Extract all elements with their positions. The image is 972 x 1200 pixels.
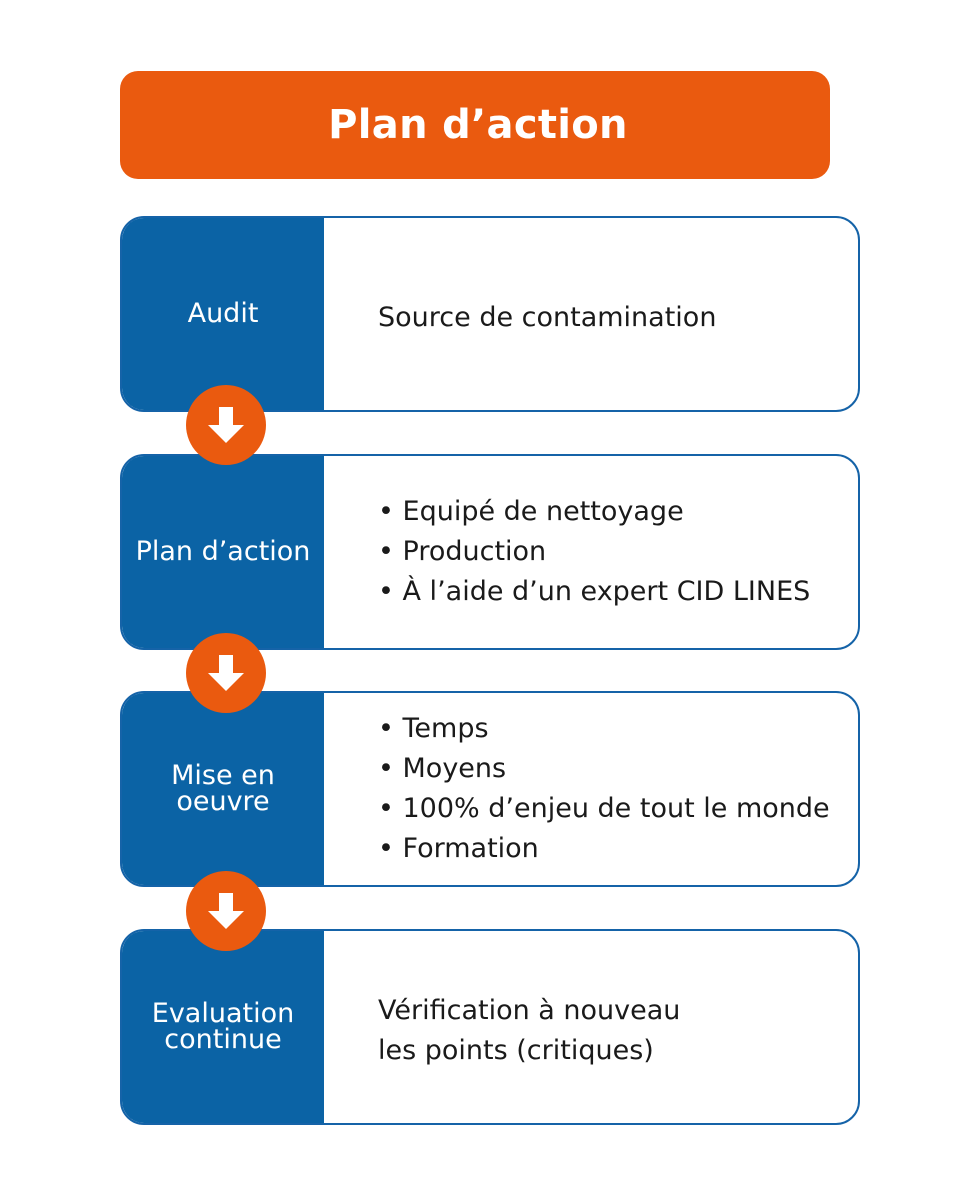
step-content-line: • Equipé de nettoyage bbox=[378, 496, 684, 527]
step-content: Vérification à nouveau les points (criti… bbox=[378, 931, 838, 1123]
step-evaluation-continue: Evaluation continue Vérification à nouve… bbox=[120, 929, 860, 1125]
step-content: • Temps • Moyens • 100% d’enjeu de tout … bbox=[378, 693, 838, 885]
step-content-line: • À l’aide d’un expert CID LINES bbox=[378, 576, 811, 607]
step-label-line: Mise en bbox=[171, 760, 275, 791]
step-label: Evaluation continue bbox=[122, 931, 324, 1123]
step-label-line: oeuvre bbox=[176, 786, 270, 817]
step-content-line: les points (critiques) bbox=[378, 1035, 654, 1066]
step-audit: Audit Source de contamination bbox=[120, 216, 860, 412]
step-content: Source de contamination bbox=[378, 218, 838, 410]
step-label: Mise en oeuvre bbox=[122, 693, 324, 885]
down-arrow-icon bbox=[186, 871, 266, 951]
down-arrow-icon bbox=[186, 385, 266, 465]
down-arrow-icon bbox=[186, 633, 266, 713]
step-label-line: Audit bbox=[187, 298, 259, 329]
step-content-line: • Formation bbox=[378, 833, 539, 864]
step-label-line: continue bbox=[164, 1024, 282, 1055]
step-content-line: • Temps bbox=[378, 713, 489, 744]
step-label-line: Plan d’action bbox=[135, 536, 311, 567]
step-content-line: Source de contamination bbox=[378, 302, 717, 333]
step-content-line: • 100% d’enjeu de tout le monde bbox=[378, 793, 830, 824]
step-content-line: • Production bbox=[378, 536, 547, 567]
step-mise-en-oeuvre: Mise en oeuvre • Temps • Moyens • 100% d… bbox=[120, 691, 860, 887]
step-plan-action: Plan d’action • Equipé de nettoyage • Pr… bbox=[120, 454, 860, 650]
step-label-line: Evaluation bbox=[151, 998, 295, 1029]
page-title: Plan d’action bbox=[328, 102, 628, 148]
step-content-line: Vérification à nouveau bbox=[378, 995, 681, 1026]
step-label: Audit bbox=[122, 218, 324, 410]
step-content-line: • Moyens bbox=[378, 753, 507, 784]
title-banner: Plan d’action bbox=[120, 71, 830, 179]
step-content: • Equipé de nettoyage • Production • À l… bbox=[378, 456, 838, 648]
step-label: Plan d’action bbox=[122, 456, 324, 648]
